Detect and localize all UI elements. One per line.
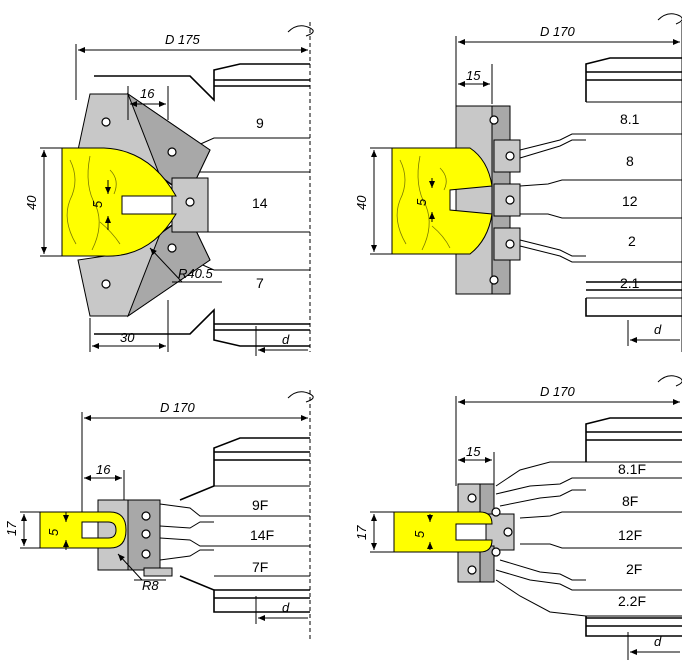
diagram-top-left: D 175 9 14 7 40 16 xyxy=(24,22,314,356)
workpiece xyxy=(391,147,493,255)
knife-label: 2.1 xyxy=(620,275,640,291)
knife-label: 2 xyxy=(628,233,636,249)
workpiece xyxy=(61,147,177,257)
knife-label: 12 xyxy=(622,193,638,209)
width-dim: 16 xyxy=(140,86,155,101)
width-dim: 16 xyxy=(96,462,111,477)
diameter-label: D 170 xyxy=(540,384,575,399)
knife-label: 8 xyxy=(626,153,634,169)
knife-label: 7F xyxy=(252,559,268,575)
diagram-bottom-left: D 170 9F 14F 7F 17 16 5 R8 xyxy=(4,390,314,640)
slot-dim: 5 xyxy=(90,200,105,208)
diameter-label: D 170 xyxy=(540,24,575,39)
knife-label: 2F xyxy=(626,561,642,577)
knife-label: 9F xyxy=(252,497,268,513)
diagram-top-right: D 170 8.1 8 12 2 2.1 40 xyxy=(354,13,682,352)
bottom-dim: 30 xyxy=(120,330,135,345)
knife-label: 8.1 xyxy=(620,111,640,127)
knife-label: 9 xyxy=(256,115,264,131)
bore-dim: d xyxy=(282,332,290,347)
workpiece xyxy=(39,511,127,549)
width-dim: 15 xyxy=(466,68,481,83)
knife-label: 2.2F xyxy=(618,593,646,609)
slot-dim: 5 xyxy=(46,528,61,536)
height-dim: 17 xyxy=(4,521,19,536)
radius-dim: R40.5 xyxy=(178,266,213,281)
height-dim: 40 xyxy=(24,195,39,210)
height-dim: 40 xyxy=(354,195,369,210)
knife-label: 8F xyxy=(622,493,638,509)
bore-dim: d xyxy=(654,634,662,649)
workpiece xyxy=(393,511,493,553)
knife-label: 12F xyxy=(618,527,642,543)
height-dim: 17 xyxy=(354,525,369,540)
knife-label: 8.1F xyxy=(618,461,646,477)
diagram-bottom-right: D 170 8.1F 8F 12F 2F 2.2F 17 xyxy=(354,375,682,660)
slot-dim: 5 xyxy=(414,198,429,206)
knife-label: 14F xyxy=(250,527,274,543)
width-dim: 15 xyxy=(466,444,481,459)
diameter-label: D 170 xyxy=(160,400,195,415)
knife-label: 14 xyxy=(252,195,268,211)
slot-dim: 5 xyxy=(412,530,427,538)
bore-dim: d xyxy=(282,600,290,615)
diameter-label: D 175 xyxy=(165,32,200,47)
radius-dim: R8 xyxy=(142,578,159,593)
bore-dim: d xyxy=(654,322,662,337)
knife-label: 7 xyxy=(256,275,264,291)
